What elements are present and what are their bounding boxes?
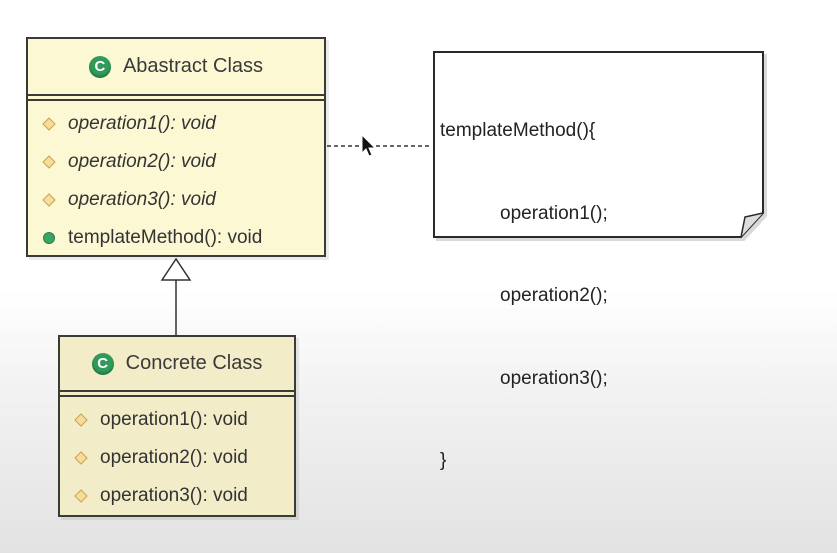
class-member[interactable]: templateMethod(): void	[28, 219, 324, 257]
protected-diamond-icon	[74, 489, 88, 503]
protected-diamond-icon	[42, 155, 56, 169]
class-members: operation1(): void operation2(): void op…	[60, 397, 294, 515]
member-signature: operation3(): void	[68, 189, 216, 210]
concrete-class-box[interactable]: C Concrete Class operation1(): void oper…	[58, 335, 296, 517]
class-members: operation1(): void operation2(): void op…	[28, 101, 324, 257]
note-line: templateMethod(){	[440, 120, 596, 141]
class-member[interactable]: operation2(): void	[60, 439, 294, 477]
public-circle-icon	[42, 231, 56, 245]
member-signature: templateMethod(): void	[68, 227, 263, 248]
inheritance-arrowhead	[160, 257, 192, 281]
note-line: operation1();	[500, 202, 608, 224]
class-separator	[60, 392, 294, 397]
class-member[interactable]: operation3(): void	[60, 477, 294, 515]
mouse-pointer-icon	[361, 134, 377, 157]
protected-diamond-icon	[74, 413, 88, 427]
note-text: templateMethod(){ operation1(); operatio…	[440, 62, 608, 502]
class-member[interactable]: operation3(): void	[28, 181, 324, 219]
note-line: }	[440, 450, 447, 471]
class-member[interactable]: operation2(): void	[28, 143, 324, 181]
note-line: operation2();	[500, 285, 608, 306]
class-separator	[28, 96, 324, 101]
member-signature: operation2(): void	[68, 151, 216, 172]
note-line: operation3();	[500, 367, 608, 389]
protected-diamond-icon	[42, 117, 56, 131]
member-signature: operation1(): void	[100, 409, 248, 430]
class-c-icon: C	[91, 352, 114, 375]
member-signature: operation1(): void	[68, 113, 216, 134]
class-c-icon: C	[88, 55, 111, 78]
class-name: Abastract Class	[122, 55, 264, 77]
member-signature: operation2(): void	[100, 447, 248, 468]
class-member[interactable]: operation1(): void	[60, 401, 294, 439]
class-name: Concrete Class	[125, 352, 263, 374]
protected-diamond-icon	[42, 193, 56, 207]
class-member[interactable]: operation1(): void	[28, 105, 324, 143]
protected-diamond-icon	[74, 451, 88, 465]
class-header: C Concrete Class	[60, 337, 294, 392]
abstract-class-box[interactable]: C Abastract Class operation1(): void ope…	[26, 37, 326, 257]
class-header: C Abastract Class	[28, 39, 324, 96]
member-signature: operation3(): void	[100, 485, 248, 506]
